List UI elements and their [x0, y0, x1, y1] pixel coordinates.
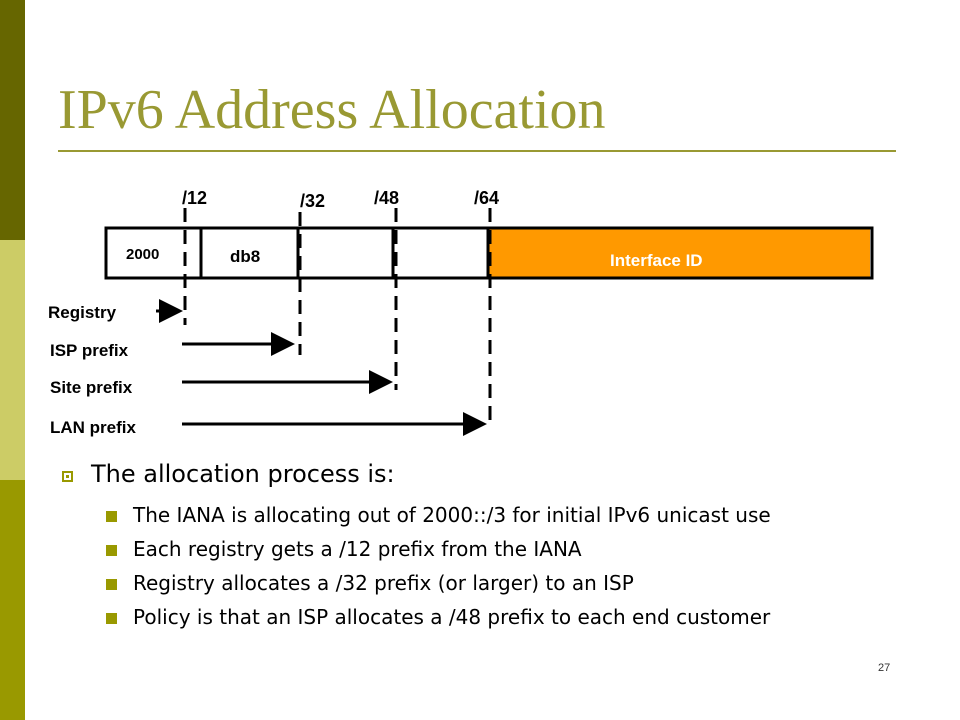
filled-square-bullet-icon: [106, 579, 117, 590]
decor-stripe-bottom: [0, 480, 25, 720]
title-underline: [58, 150, 896, 152]
bullet-item-text: The IANA is allocating out of 2000::/3 f…: [133, 503, 771, 527]
field-label-db8: db8: [230, 247, 260, 266]
page-number: 27: [878, 662, 891, 674]
bullet-list: The allocation process is: The IANA is a…: [62, 460, 892, 640]
filled-square-bullet-icon: [106, 511, 117, 522]
field-label-interface-id: Interface ID: [610, 251, 703, 270]
square-bullet-icon: [62, 470, 73, 482]
bullet-heading-text: The allocation process is:: [91, 460, 395, 488]
interface-id-field: [489, 229, 870, 277]
bullet-heading: The allocation process is:: [62, 460, 892, 488]
decor-stripe-top: [0, 0, 25, 240]
row-label-isp-prefix: ISP prefix: [50, 341, 129, 360]
filled-square-bullet-icon: [106, 545, 117, 556]
field-label-2000: 2000: [126, 246, 159, 263]
bullet-item: Registry allocates a /32 prefix (or larg…: [106, 572, 892, 595]
bullet-item-text: Policy is that an ISP allocates a /48 pr…: [133, 605, 771, 629]
address-allocation-diagram: /12 /32 /48 /64 2000 db8 Interface ID Re…: [48, 188, 874, 437]
bullet-item: Policy is that an ISP allocates a /48 pr…: [106, 606, 892, 629]
bullet-item-text: Registry allocates a /32 prefix (or larg…: [133, 571, 634, 595]
marker-label-48: /48: [374, 188, 399, 208]
marker-label-32: /32: [300, 191, 325, 211]
slide-title: IPv6 Address Allocation: [58, 79, 606, 141]
filled-square-bullet-icon: [106, 613, 117, 624]
decor-stripe-middle: [0, 240, 25, 480]
bullet-item: The IANA is allocating out of 2000::/3 f…: [106, 504, 892, 527]
row-label-registry: Registry: [48, 303, 117, 322]
bullet-item-text: Each registry gets a /12 prefix from the…: [133, 537, 582, 561]
marker-label-64: /64: [474, 188, 499, 208]
bullet-item: Each registry gets a /12 prefix from the…: [106, 538, 892, 561]
row-label-lan-prefix: LAN prefix: [50, 418, 137, 437]
marker-label-12: /12: [182, 188, 207, 208]
row-label-site-prefix: Site prefix: [50, 378, 133, 397]
